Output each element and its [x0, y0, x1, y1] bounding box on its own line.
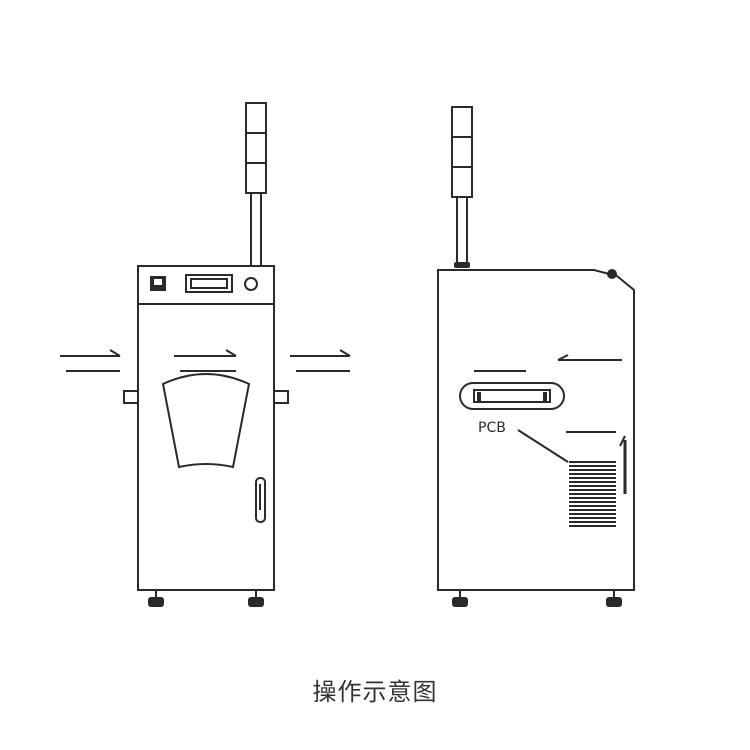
pcb-stack: [569, 461, 616, 527]
flow-arrows-left: [60, 349, 351, 372]
signal-tower-left: [245, 102, 267, 267]
front-view-machine: [123, 102, 289, 607]
viewing-window: [161, 373, 251, 469]
pcb-label: PCB: [478, 420, 506, 436]
side-view-machine: PCB: [437, 106, 635, 607]
right-conveyor-stub: [273, 390, 289, 404]
signal-tower-right: [451, 106, 473, 268]
pcb-leader-line: [517, 429, 569, 463]
side-feet: [452, 590, 622, 607]
side-cabinet: [437, 269, 635, 591]
top-knob: [607, 269, 617, 279]
control-panel: [137, 265, 275, 305]
diagram-caption: 操作示意图: [312, 678, 438, 706]
pcb-slot: [459, 382, 565, 410]
front-feet: [148, 590, 264, 607]
left-conveyor-stub: [123, 390, 139, 404]
emergency-stop-button: [244, 277, 258, 291]
display-screen: [185, 274, 233, 293]
